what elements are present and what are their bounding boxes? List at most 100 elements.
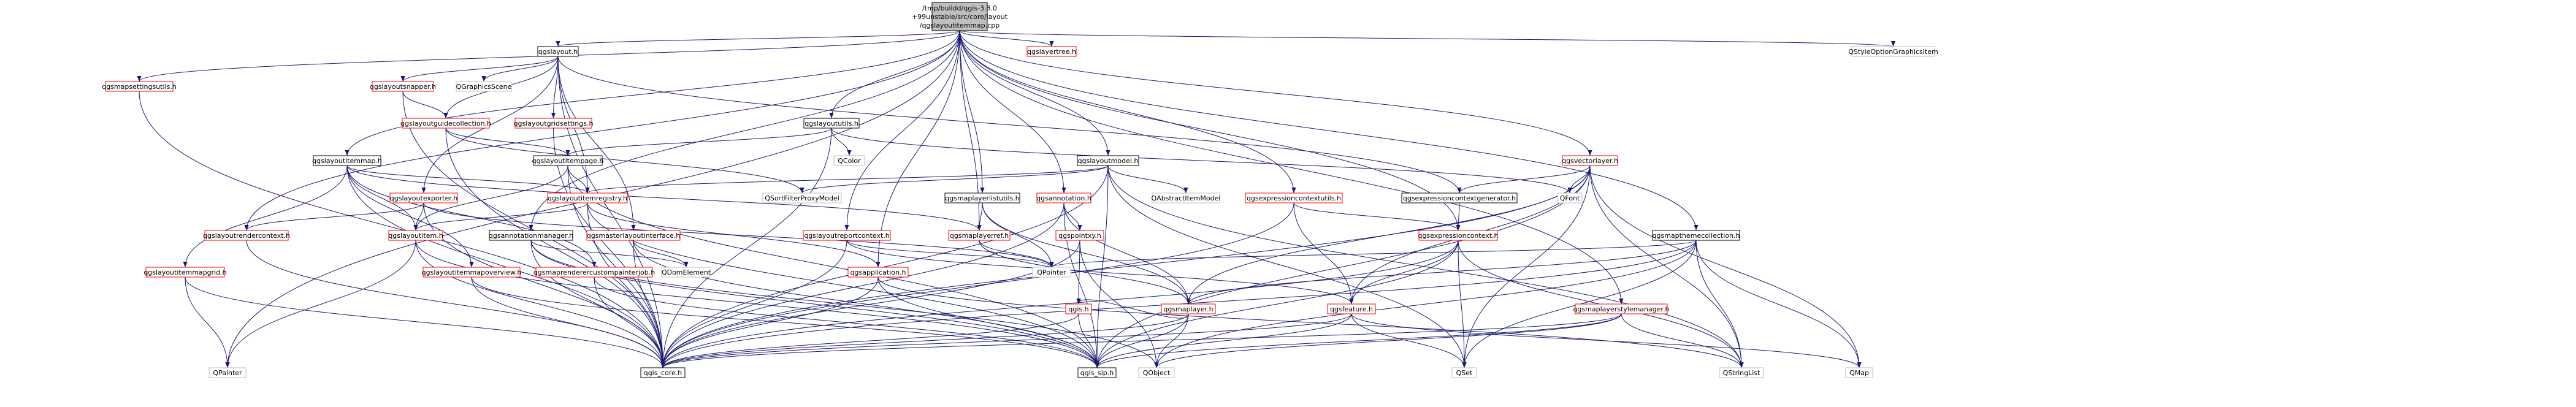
qgslayoutitem-node[interactable]: qgslayoutitem.h	[388, 230, 443, 241]
qgsmaplayerref-node[interactable]: qgsmaplayerref.h	[948, 230, 1011, 241]
qgslayoutmodel-node[interactable]: qgslayoutmodel.h	[1077, 155, 1139, 166]
node-box	[1026, 46, 1077, 57]
node-label: qgsmaplayerref.h	[950, 232, 1009, 240]
node-box	[847, 267, 909, 278]
node-label: qgslayout.h	[538, 48, 578, 56]
edge-qgsannotationmanager-to-qdomelement	[530, 240, 689, 268]
edge-qgslayoututils-to-qcolor	[831, 127, 852, 156]
qgslayoutreportcontext-node[interactable]: qgslayoutreportcontext.h	[803, 230, 891, 241]
node-box	[944, 192, 1020, 204]
node-box	[1845, 367, 1873, 378]
node-label: QSortFilterProxyModel	[765, 194, 839, 202]
node-box	[1557, 192, 1583, 204]
qdomelement-node: QDomElement	[661, 267, 711, 278]
qgslayoutgridsettings-node[interactable]: qgslayoutgridsettings.h	[514, 118, 594, 129]
qgis_sip-node[interactable]: qgis_sip.h	[1077, 367, 1117, 378]
node-box	[372, 81, 434, 92]
node-box	[833, 155, 865, 166]
edge-qgslayoutitemmapoverview-to-qgis_sip	[471, 276, 1099, 368]
qgspointxy-node[interactable]: qgspointxy.h	[1055, 230, 1104, 241]
edge-qgsfeature-to-qgis_sip	[1095, 313, 1352, 368]
node-label: qgsexpressioncontextgenerator.h	[1403, 194, 1516, 202]
edge-qgsexpressioncontext-to-qgsfeature	[1349, 240, 1459, 305]
qgraphicsscene-node: QGraphicsScene	[456, 81, 512, 92]
qgslayoutitemmap-node[interactable]: qgslayoutitemmap.h	[312, 155, 382, 166]
node-box	[105, 81, 174, 92]
node-label: qgis_core.h	[644, 369, 682, 377]
qgsexpressioncontext-node[interactable]: qgsexpressioncontext.h	[1418, 230, 1499, 241]
node-label: qgslayoutexporter.h	[390, 194, 457, 202]
qgslayoutitemmapoverview-node[interactable]: qgslayoutitemmapoverview.h	[422, 267, 522, 278]
qgsannotation-node[interactable]: qgsannotation.h	[1036, 192, 1091, 204]
qgsannotationmanager-node[interactable]: qgsannotationmanager.h	[489, 230, 573, 241]
qgsmaplayerstylemanager-node[interactable]: qgsmaplayerstylemanager.h	[1573, 303, 1670, 314]
edge-qgsannotationmanager-to-qgis_core	[530, 240, 665, 368]
edge-qgsvectorlayer-to-qgsexpressioncontextgenerator	[1457, 165, 1591, 194]
root-label-line: /qgslayoutitemmap.cpp	[920, 21, 1000, 29]
qgsexpressioncontextgenerator-node[interactable]: qgsexpressioncontextgenerator.h	[1401, 192, 1518, 204]
edge-root-to-qgsexpressioncontext	[959, 30, 1461, 231]
node-label: qgslayoutitemmapoverview.h	[422, 268, 522, 276]
edge-qgslayoutitemmap-to-qgsmaplayerref	[346, 165, 982, 231]
node-label: QSet	[1456, 369, 1473, 377]
edge-qgslayoutitempage-to-qgis_sip	[567, 165, 1099, 368]
node-box	[661, 267, 711, 278]
edge-qgslayoututils-to-qgslayoutitempage	[565, 127, 832, 156]
qgsmaplayer-node[interactable]: qgsmaplayer.h	[1161, 303, 1216, 314]
qgslayoutguidecollection-node[interactable]: qgslayoutguidecollection.h	[400, 118, 491, 129]
edge-qgslayoutguidecollection-to-qgslayoutitempage	[445, 127, 570, 156]
qabstractitemmodel-node: QAbstractItemModel	[1152, 192, 1220, 204]
edge-qgsmaplayer-to-qgis_core	[660, 313, 1189, 368]
node-box	[1065, 303, 1092, 314]
qgsmaprenderercustompainterjob-node[interactable]: qgsmaprenderercustompainterjob.h	[533, 267, 655, 278]
node-label: qgslayertree.h	[1027, 48, 1076, 56]
edge-qgslayoutmodel-to-qstringlist	[1107, 165, 1744, 368]
edge-qgsmaplayerstylemanager-to-qobject	[1154, 313, 1622, 368]
node-box	[1077, 155, 1139, 166]
qgslayoutexporter-node[interactable]: qgslayoutexporter.h	[389, 192, 458, 204]
qgslayoutitemregistry-node[interactable]: qgslayoutitemregistry.h	[547, 192, 628, 204]
qgsmasterlayoutinterface-node[interactable]: qgsmasterlayoutinterface.h	[586, 230, 681, 241]
qgsexpressioncontextutils-node[interactable]: qgsexpressioncontextutils.h	[1245, 192, 1343, 204]
qgsmapsettingsutils-node[interactable]: qgsmapsettingsutils.h	[102, 81, 177, 92]
qgslayertree-node[interactable]: qgslayertree.h	[1026, 46, 1077, 57]
edge-qgsannotation-to-qgis_core	[660, 202, 1064, 368]
edge-qgslayoutitemregistry-to-qgsapplication	[587, 202, 881, 268]
qgis-node[interactable]: qgis.h	[1065, 303, 1092, 314]
edge-qgsmaplayerstylemanager-to-qgis_sip	[1095, 313, 1622, 368]
qgsmapthemecollection-node[interactable]: qgsmapthemecollection.h	[1652, 230, 1740, 241]
qgis_core-node[interactable]: qgis_core.h	[640, 367, 686, 378]
qfont-node: QFont	[1557, 192, 1583, 204]
qgslayout-node[interactable]: qgslayout.h	[537, 46, 579, 57]
qgslayoututils-node[interactable]: qgslayoututils.h	[803, 118, 860, 129]
edge-qgsmaprenderercustompainterjob-to-qgis_sip	[594, 276, 1099, 368]
node-box	[533, 155, 603, 166]
qgsvectorlayer-node[interactable]: qgsvectorlayer.h	[1562, 155, 1618, 166]
node-box	[1401, 192, 1518, 204]
edge-qgslayoutitemmap-to-qgslayoutitemmapgrid	[183, 165, 348, 268]
node-box	[640, 367, 686, 378]
edge-qgsfeature-to-qmap	[1351, 313, 1862, 368]
qgsmaplayerlistutils-node[interactable]: qgsmaplayerlistutils.h	[944, 192, 1020, 204]
root-label-line: +99unstable/src/core/layout	[912, 13, 1008, 21]
node-box	[931, 2, 988, 31]
edge-root-to-qgslayoutrendercontext	[244, 30, 960, 231]
qgslayoutitempage-node[interactable]: qgslayoutitempage.h	[532, 155, 604, 166]
qgslayoutrendercontext-node[interactable]: qgslayoutrendercontext.h	[203, 230, 290, 241]
node-box	[389, 192, 458, 204]
node-box	[1719, 367, 1764, 378]
root-file-node[interactable]: /tmp/buildd/qgis-3.8.0+99unstable/src/co…	[912, 2, 1008, 31]
node-box	[948, 230, 1011, 241]
qgslayoutitemmapgrid-node[interactable]: qgslayoutitemmapgrid.h	[143, 267, 227, 278]
edge-qgsexpressioncontextutils-to-qgsexpressioncontext	[1293, 202, 1461, 231]
qgsapplication-node[interactable]: qgsapplication.h	[847, 267, 909, 278]
qgsfeature-node[interactable]: qgsfeature.h	[1327, 303, 1376, 314]
qgslayoutsnapper-node[interactable]: qgslayoutsnapper.h	[370, 81, 436, 92]
edge-qgspointxy-to-qgis_core	[660, 240, 1080, 368]
edge-qgsmasterlayoutinterface-to-qdomelement	[633, 240, 689, 268]
node-label: QGraphicsScene	[456, 83, 512, 91]
edge-root-to-qgslayertree	[959, 30, 1054, 47]
node-label: qgslayoututils.h	[805, 120, 858, 127]
node-label: QColor	[838, 157, 861, 165]
